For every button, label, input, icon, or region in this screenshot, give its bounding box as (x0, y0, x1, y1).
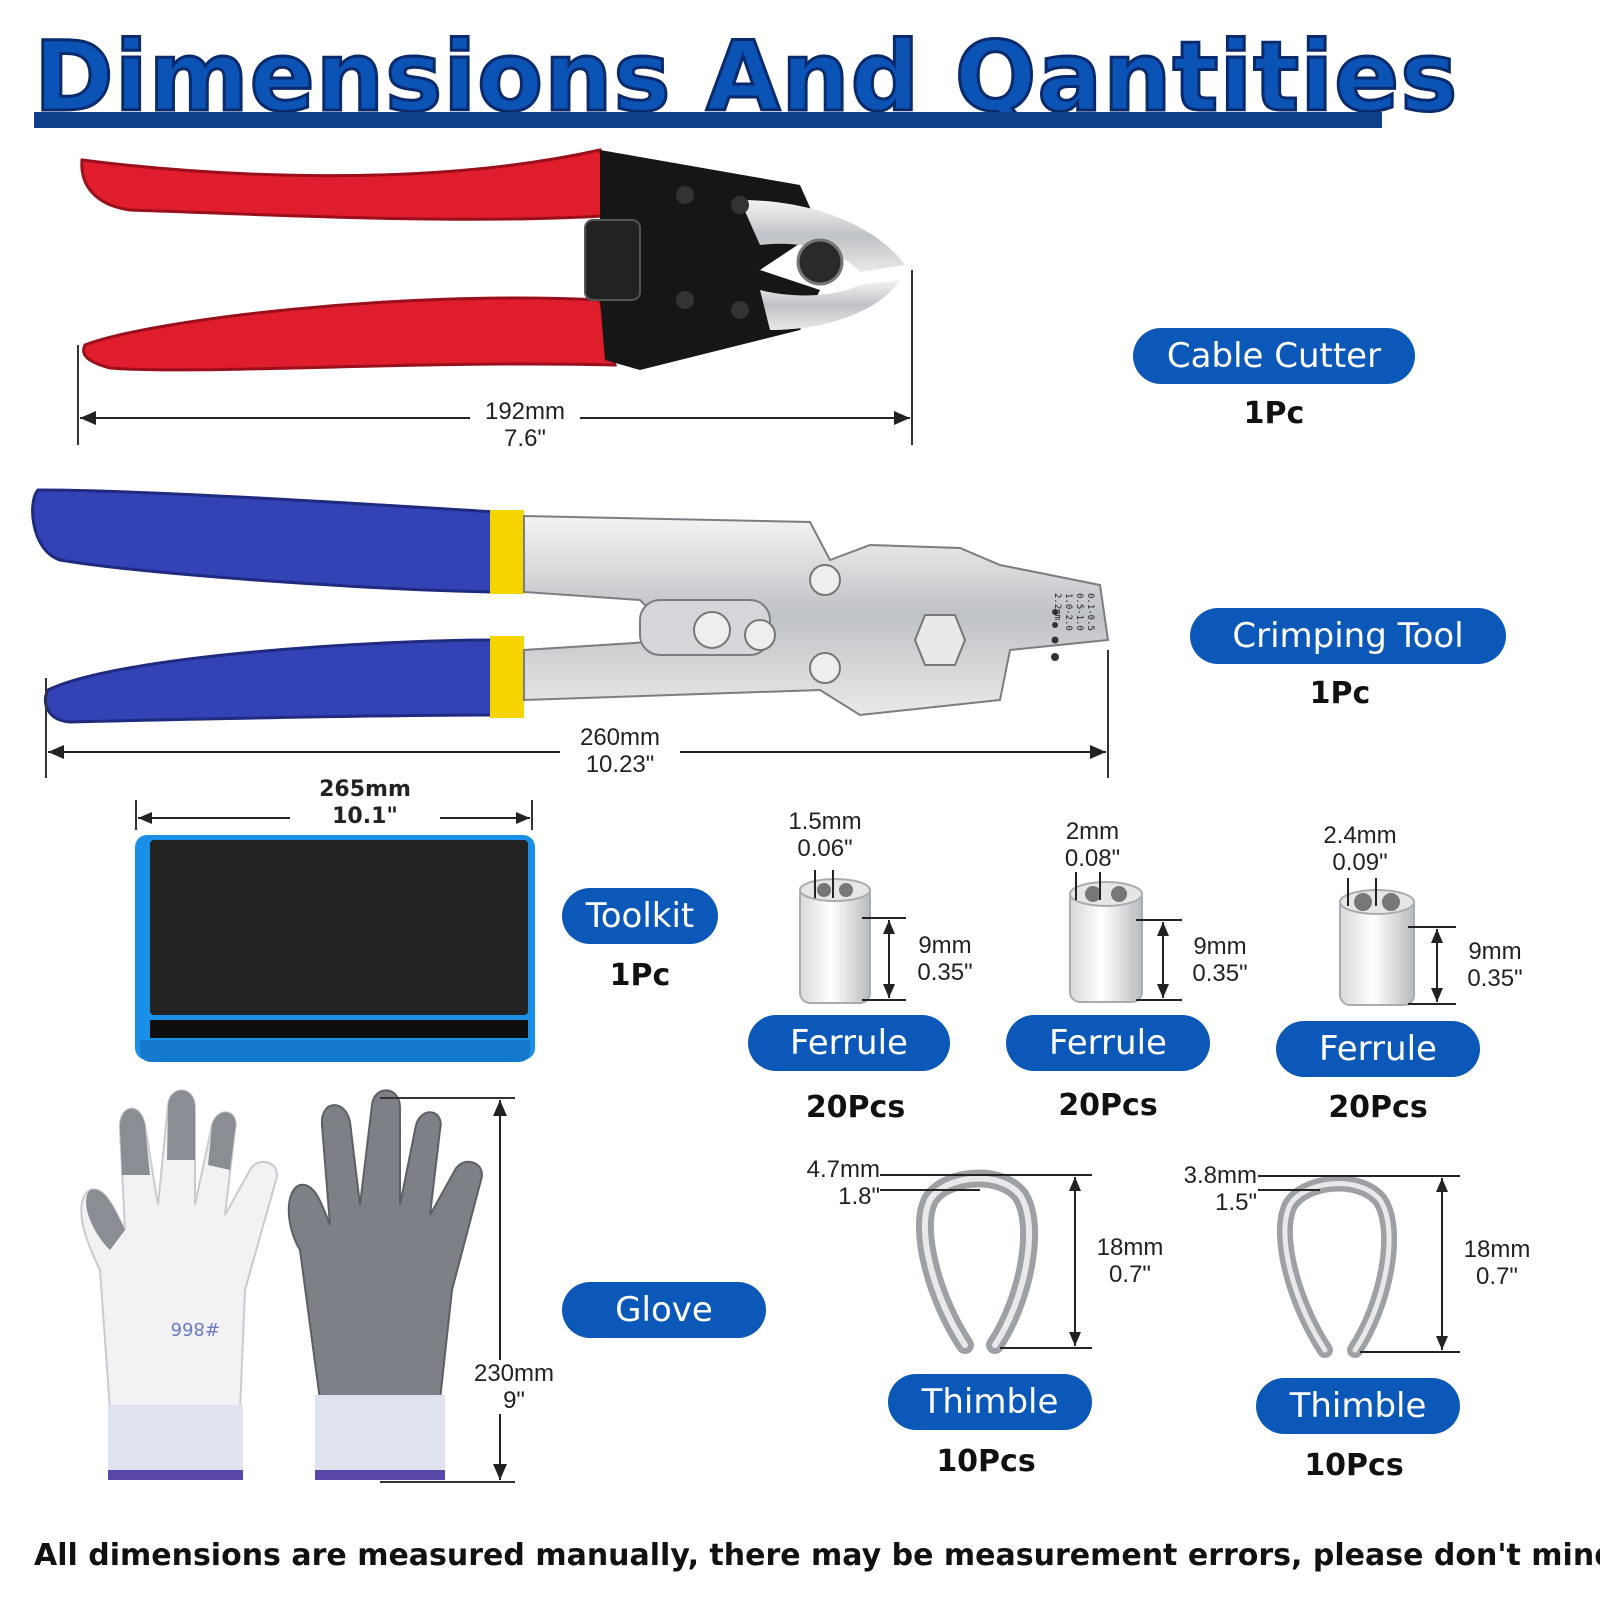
crimping-tool-qty: 1Pc (1309, 676, 1371, 711)
ferrule-2-hole-dimension: 2mm 0.08" (1064, 818, 1121, 872)
glove-label: Glove (562, 1282, 766, 1338)
crimping-tool-dimension: 260mm 10.23" (560, 724, 680, 778)
die-mark: 0.5-1.0 (1074, 593, 1084, 631)
thimble-2-label: Thimble (1256, 1378, 1460, 1434)
cable-cutter-illustration (80, 148, 905, 372)
ferrule-2-label: Ferrule (1006, 1015, 1210, 1071)
toolkit-qty: 1Pc (609, 958, 671, 993)
toolkit-label: Toolkit (562, 888, 718, 944)
ferrule-2-qty: 20Pcs (1058, 1088, 1158, 1123)
cable-cutter-label: Cable Cutter (1133, 328, 1415, 384)
thimble-2-wire-dimension: 3.8mm 1.5" (1183, 1162, 1257, 1216)
crimper-die-marks: 0.1-0.5 0.5-1.0 1.0-2.0 2.2mm (1035, 593, 1095, 663)
ferrule-3-hole-dimension: 2.4mm 0.09" (1323, 822, 1397, 876)
die-mark: 0.1-0.5 (1085, 593, 1095, 631)
glove-dimension: 230mm 9" (464, 1360, 564, 1414)
toolkit-illustration (135, 835, 535, 1062)
ferrule-3-qty: 20Pcs (1328, 1090, 1428, 1125)
ferrule-1-length-dimension: 9mm 0.35" (917, 932, 973, 986)
thimble-1-label: Thimble (888, 1374, 1092, 1430)
title-underline (34, 112, 1382, 128)
toolkit-dimension: 265mm 10.1" (290, 776, 440, 830)
crimping-tool-illustration (31, 488, 1110, 724)
thimble-1-wire-dimension: 4.7mm 1.8" (806, 1156, 880, 1210)
ferrule-2-illustration (1069, 881, 1143, 1003)
die-mark: 2.2mm (1052, 593, 1062, 621)
ferrule-1-qty: 20Pcs (805, 1090, 906, 1125)
ferrule-3-length-dimension: 9mm 0.35" (1467, 938, 1523, 992)
ferrule-3-illustration (1339, 889, 1415, 1006)
thimble-1-length-dimension: 18mm 0.7" (1096, 1234, 1164, 1288)
glove-illustration (80, 1089, 483, 1480)
ferrule-1-hole-dimension: 1.5mm 0.06" (788, 808, 862, 862)
thimble-2-illustration (1276, 1175, 1398, 1358)
thimble-2-length-dimension: 18mm 0.7" (1463, 1236, 1531, 1290)
die-mark: 1.0-2.0 (1063, 593, 1073, 631)
glove-print: #866 (170, 1318, 220, 1339)
cable-cutter-dimension: 192mm 7.6" (470, 398, 580, 452)
crimping-tool-label: Crimping Tool (1190, 608, 1506, 664)
thimble-1-illustration (915, 1169, 1039, 1354)
thimble-2-qty: 10Pcs (1304, 1448, 1404, 1483)
ferrule-2-length-dimension: 9mm 0.35" (1192, 933, 1248, 987)
thimble-1-qty: 10Pcs (936, 1444, 1036, 1479)
footer-disclaimer: All dimensions are measured manually, th… (34, 1538, 1600, 1573)
ferrule-1-illustration (799, 878, 871, 1004)
ferrule-3-label: Ferrule (1276, 1021, 1480, 1077)
ferrule-1-label: Ferrule (748, 1015, 950, 1071)
cable-cutter-qty: 1Pc (1243, 396, 1305, 431)
